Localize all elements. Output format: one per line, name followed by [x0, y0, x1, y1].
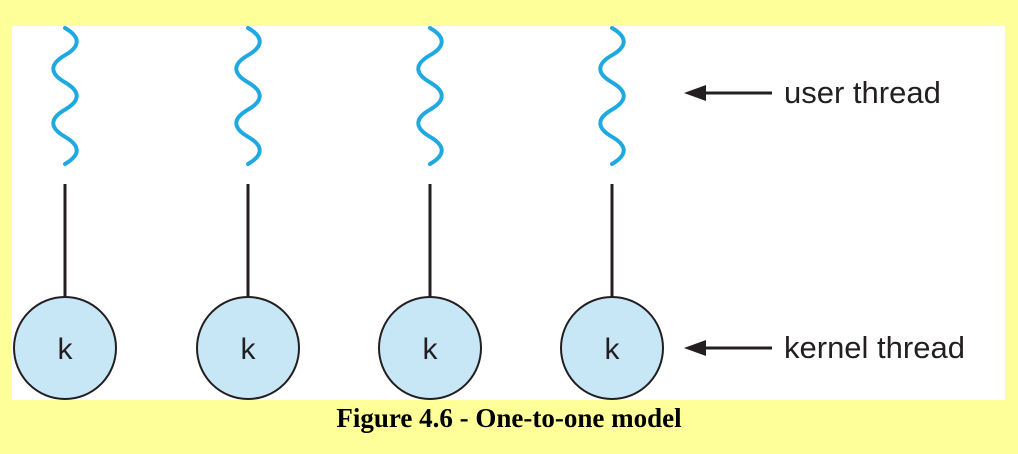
kernel-thread-circle — [13, 296, 117, 400]
thread-column: k — [196, 26, 300, 400]
kernel-thread-k-label: k — [605, 333, 621, 366]
thread-column: k — [560, 26, 664, 400]
kernel-thread-k-label: k — [241, 333, 257, 366]
diagram-panel: k k k k user thread kernel thread — [12, 26, 1005, 400]
thread-column: k — [378, 26, 482, 400]
user-thread-squiggle — [234, 26, 262, 166]
one-to-one-diagram: k k k k user thread kernel thread — [13, 26, 965, 400]
kernel-thread-arrow-head — [684, 340, 706, 356]
kernel-thread-circle — [560, 296, 664, 400]
user-thread-squiggle — [416, 26, 444, 166]
kernel-thread-pointer: kernel thread — [684, 330, 965, 365]
kernel-thread-circle — [378, 296, 482, 400]
user-thread-arrow-head — [684, 85, 706, 101]
kernel-thread-label: kernel thread — [784, 330, 965, 365]
user-thread-squiggle — [598, 26, 626, 166]
kernel-thread-k-label: k — [423, 333, 439, 366]
user-thread-squiggle — [51, 26, 79, 166]
thread-column: k — [13, 26, 117, 400]
kernel-thread-k-label: k — [58, 333, 74, 366]
kernel-thread-circle — [196, 296, 300, 400]
user-thread-pointer: user thread — [684, 75, 941, 110]
figure-caption: Figure 4.6 - One-to-one model — [336, 403, 682, 433]
user-thread-label: user thread — [784, 75, 941, 110]
